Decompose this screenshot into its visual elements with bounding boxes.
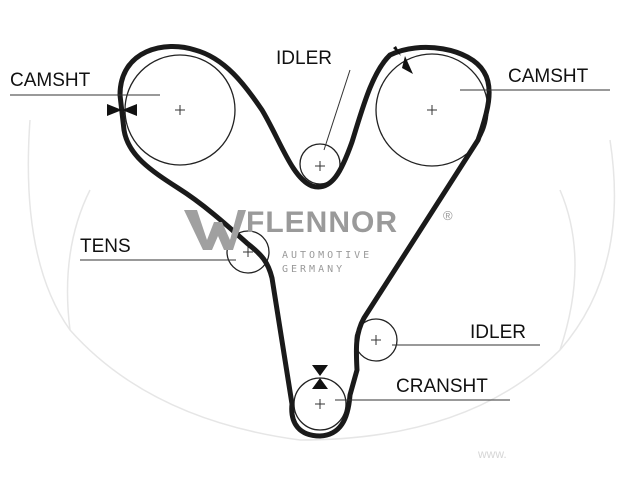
logo-line2: GERMANY bbox=[282, 264, 345, 275]
logo-registered: ® bbox=[443, 208, 453, 223]
crankshaft-timing-mark bbox=[312, 365, 328, 389]
leader-lines bbox=[10, 69, 610, 401]
timing-belt bbox=[117, 43, 492, 439]
logo-mark-icon bbox=[184, 210, 246, 250]
watermark: www. bbox=[477, 447, 507, 461]
logo-line1: AUTOMOTIVE bbox=[282, 250, 372, 261]
camshaft-right-timing-mark bbox=[393, 46, 413, 74]
pulley-centers bbox=[175, 105, 437, 409]
camshaft-left-timing-mark bbox=[107, 104, 137, 116]
label-camshaft-left: CAMSHT bbox=[10, 70, 91, 91]
label-crankshaft: CRANSHT bbox=[396, 376, 488, 397]
tensioner-pulley bbox=[226, 230, 270, 274]
label-idler-lower: IDLER bbox=[470, 322, 526, 343]
flennor-logo: FLENNOR ® AUTOMOTIVE GERMANY bbox=[184, 206, 453, 275]
idler-top-pulley bbox=[299, 143, 341, 185]
label-camshaft-right: CAMSHT bbox=[508, 66, 589, 87]
engine-outline bbox=[27, 119, 616, 441]
logo-brand: FLENNOR bbox=[246, 206, 398, 239]
label-tensioner: TENS bbox=[80, 236, 131, 257]
label-idler-top: IDLER bbox=[276, 48, 332, 69]
